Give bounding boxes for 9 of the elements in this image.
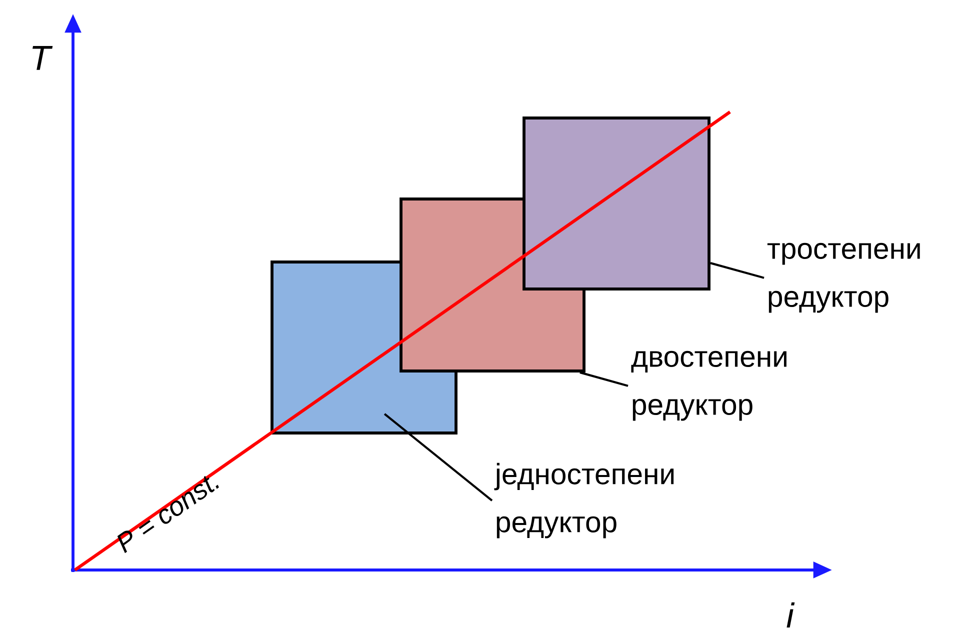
- axis-label: T: [32, 46, 53, 70]
- leader-line: [580, 371, 628, 387]
- axis-label: i: [786, 602, 795, 628]
- label-text: двостепени редуктор: [631, 350, 786, 421]
- leader-line: [710, 262, 764, 279]
- label-text: тростепени редуктор: [767, 242, 920, 313]
- label-text: једностепени редуктор: [494, 462, 674, 538]
- square-box: [522, 116, 710, 290]
- leader-line: [384, 413, 493, 502]
